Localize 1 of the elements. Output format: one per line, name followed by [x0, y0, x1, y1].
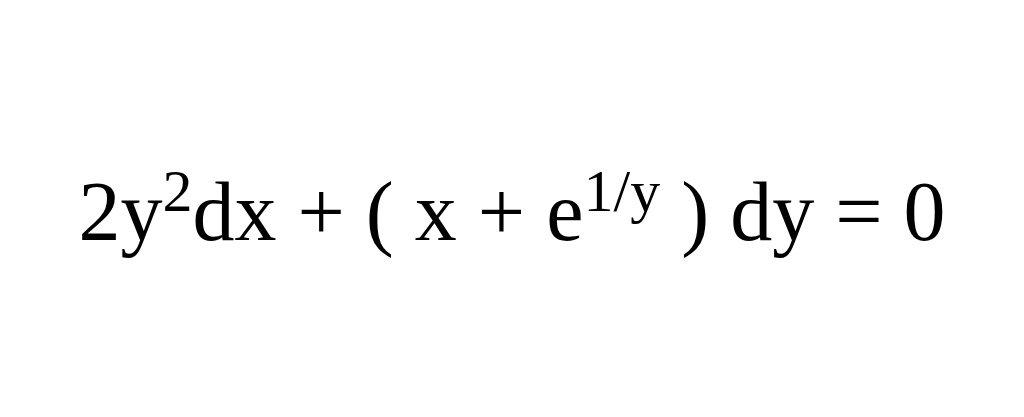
- equation: 2y$^{2}$dx + ( x + e$^{1/y}$ ) dy = 0: [78, 156, 946, 260]
